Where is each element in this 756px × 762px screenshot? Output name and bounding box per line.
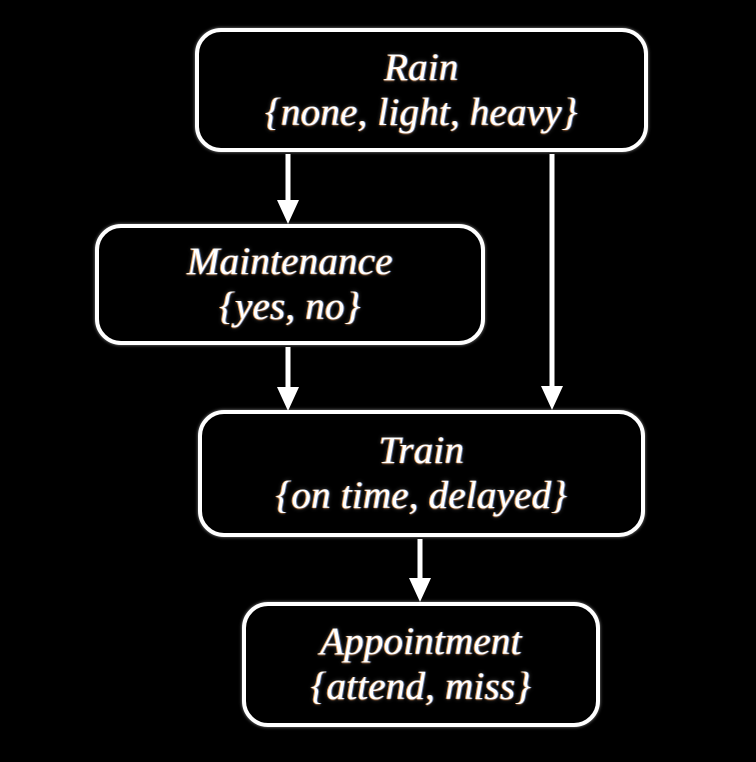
node-maintenance-values: {yes, no} xyxy=(219,285,361,328)
edge-rain-to-maintenance-arrow-down-icon xyxy=(277,154,299,224)
node-train[interactable]: Train {on time, delayed} xyxy=(198,410,645,537)
node-train-label: Train xyxy=(378,429,465,473)
edge-rain-to-train-arrow-down-icon xyxy=(541,154,563,410)
node-appointment-label: Appointment xyxy=(320,620,522,664)
node-rain[interactable]: Rain {none, light, heavy} xyxy=(195,28,648,152)
node-rain-label: Rain xyxy=(384,45,459,89)
edge-maintenance-to-train-arrow-down-icon xyxy=(277,347,299,411)
node-appointment-values: {attend, miss} xyxy=(310,665,532,708)
node-rain-values: {none, light, heavy} xyxy=(265,90,578,134)
node-appointment[interactable]: Appointment {attend, miss} xyxy=(242,602,600,727)
node-maintenance[interactable]: Maintenance {yes, no} xyxy=(95,224,485,345)
edge-train-to-appointment-arrow-down-icon xyxy=(409,539,431,602)
node-train-values: {on time, delayed} xyxy=(275,474,568,517)
node-maintenance-label: Maintenance xyxy=(187,240,393,284)
